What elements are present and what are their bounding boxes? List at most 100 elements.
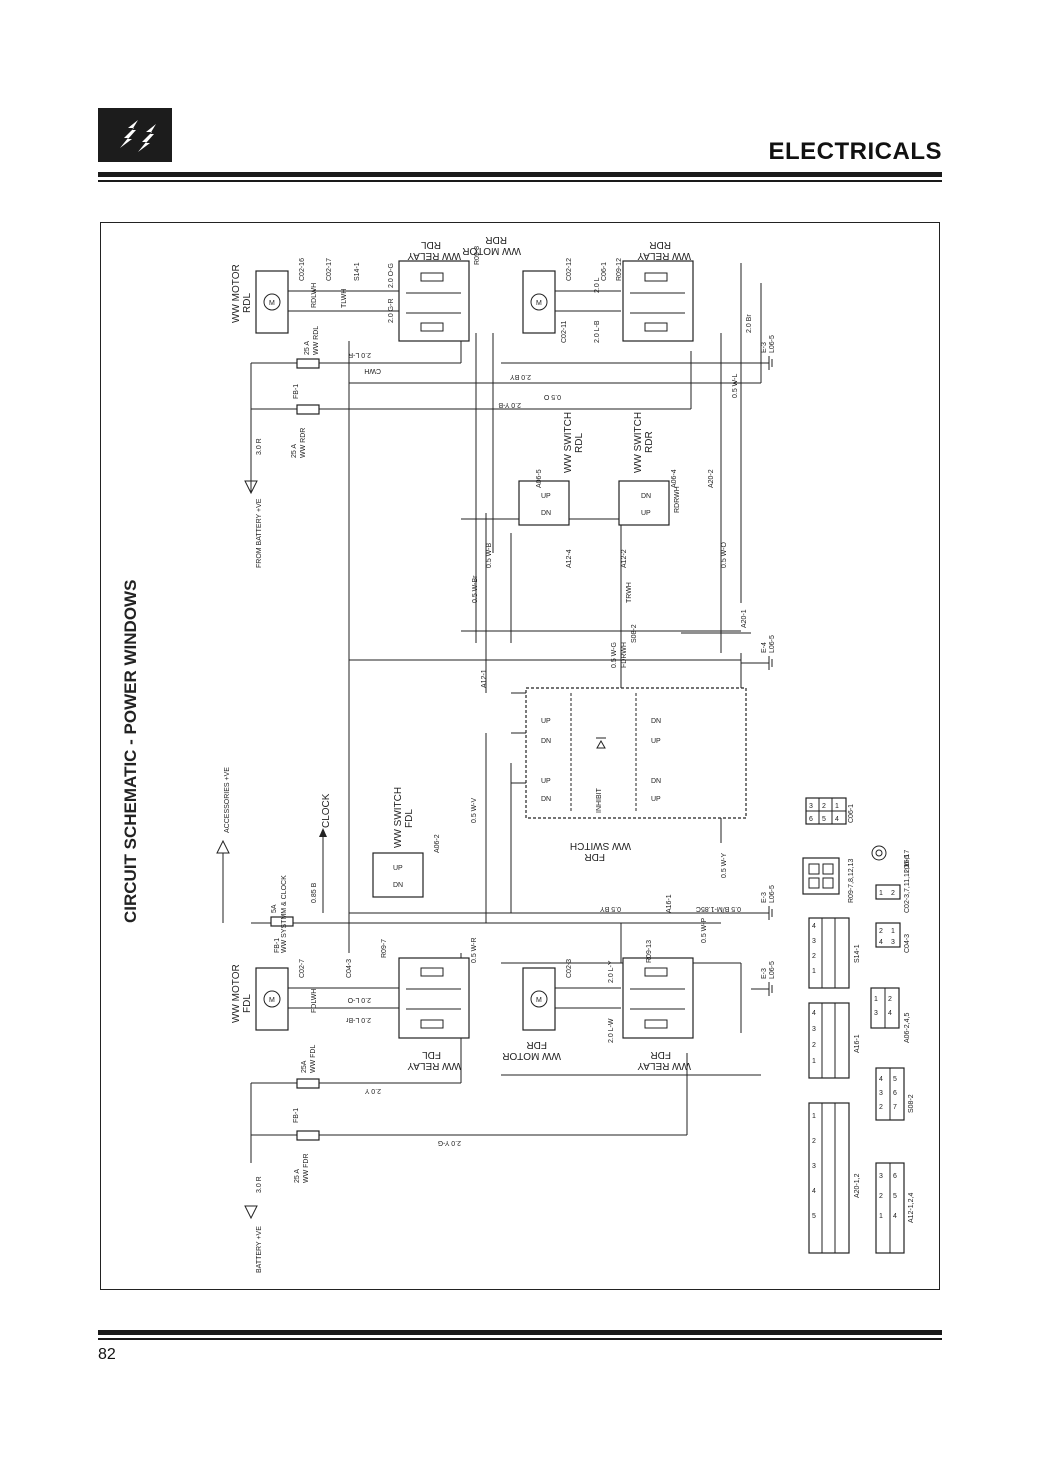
svg-text:WW RELAY: WW RELAY xyxy=(637,250,691,261)
svg-text:0.5 W-R: 0.5 W-R xyxy=(471,937,478,963)
svg-text:1: 1 xyxy=(812,1058,816,1065)
relay-fdr: WW RELAY FDR xyxy=(622,957,694,1071)
svg-text:3: 3 xyxy=(809,803,813,810)
svg-text:4: 4 xyxy=(879,939,883,946)
connector-view-c02: 1 2 C02-3,7,11,12,16,17 xyxy=(875,850,911,913)
svg-text:0.5 W-L: 0.5 W-L xyxy=(732,374,739,398)
svg-text:5: 5 xyxy=(893,1193,897,1200)
svg-text:0.5 W-V: 0.5 W-V xyxy=(471,798,478,823)
svg-text:0.5 W-P: 0.5 W-P xyxy=(701,918,708,943)
svg-text:0.5 BY: 0.5 BY xyxy=(600,905,621,912)
svg-text:UP: UP xyxy=(641,510,651,517)
clock-output: CLOCK xyxy=(319,793,332,913)
svg-text:2.0 BY: 2.0 BY xyxy=(510,373,531,380)
header-rule xyxy=(98,172,942,177)
ground-1: E-3 L06-5 xyxy=(751,335,776,370)
svg-text:3: 3 xyxy=(874,1010,878,1017)
svg-text:3: 3 xyxy=(812,938,816,945)
svg-text:0.85 B: 0.85 B xyxy=(311,882,318,903)
svg-text:7: 7 xyxy=(893,1104,897,1111)
connector-view-a16-1: 4 3 2 1 A16-1 xyxy=(808,1002,861,1079)
svg-text:2.0 L: 2.0 L xyxy=(594,277,601,293)
svg-text:25A: 25A xyxy=(301,1060,308,1073)
svg-text:1: 1 xyxy=(874,996,878,1003)
motor-fdr: M WW MOTOR FDR xyxy=(502,967,561,1061)
svg-text:M: M xyxy=(536,997,542,1004)
svg-text:6: 6 xyxy=(893,1090,897,1097)
svg-text:2.0 Y: 2.0 Y xyxy=(364,1087,381,1094)
svg-text:TRWH: TRWH xyxy=(626,582,633,603)
svg-text:ACCESSORIES +VE: ACCESSORIES +VE xyxy=(224,767,231,833)
svg-text:FDRWH: FDRWH xyxy=(621,642,628,668)
svg-text:UP: UP xyxy=(651,796,661,803)
svg-text:FROM BATTERY +VE: FROM BATTERY +VE xyxy=(256,498,263,568)
svg-text:UP: UP xyxy=(541,718,551,725)
svg-text:2: 2 xyxy=(822,803,826,810)
svg-text:S08-2: S08-2 xyxy=(908,1094,915,1113)
svg-text:RDR: RDR xyxy=(644,431,655,453)
fuse-rdl: 25 A WW RDL xyxy=(296,326,320,369)
svg-text:C02-3: C02-3 xyxy=(566,959,573,978)
supply-from-battery: FROM BATTERY +VE 3.0 R xyxy=(244,438,263,568)
connector-view-r09: R09-7,8,12,13 xyxy=(802,857,855,903)
wire-labels: 2.0 L-R 2.0 Y-B CWH 0.5 O 2.0 BY 0.5 W-L… xyxy=(311,263,753,1146)
svg-text:1: 1 xyxy=(891,928,895,935)
svg-text:FDR: FDR xyxy=(650,1049,671,1060)
svg-text:4: 4 xyxy=(812,1010,816,1017)
svg-text:L06-5: L06-5 xyxy=(769,635,776,653)
svg-text:6: 6 xyxy=(893,1173,897,1180)
switch-rdr: DN UP WW SWITCH RDR xyxy=(618,412,670,526)
svg-text:L06-6: L06-6 xyxy=(904,855,911,873)
svg-text:M: M xyxy=(269,300,275,307)
svg-text:FDLWH: FDLWH xyxy=(311,989,318,1013)
svg-text:0.5 B/M-1.85C: 0.5 B/M-1.85C xyxy=(696,905,741,912)
motor-rdr: M WW MOTOR RDR xyxy=(462,234,556,334)
svg-text:WW SWITCH: WW SWITCH xyxy=(393,787,404,848)
svg-text:RDL: RDL xyxy=(421,239,441,250)
svg-text:DN: DN xyxy=(541,796,551,803)
svg-text:M: M xyxy=(536,300,542,307)
svg-text:4: 4 xyxy=(893,1213,897,1220)
svg-text:1: 1 xyxy=(812,1113,816,1120)
section-title: ELECTRICALS xyxy=(768,138,942,165)
svg-text:1: 1 xyxy=(879,890,883,897)
fuse-fdr: 25 A WW FDR xyxy=(294,1130,320,1183)
svg-text:A20-1: A20-1 xyxy=(741,609,748,628)
circuit-schematic: .w{stroke:#222;stroke-width:1;fill:none;… xyxy=(121,234,915,1273)
svg-text:E-3: E-3 xyxy=(761,892,768,903)
svg-text:WW RELAY: WW RELAY xyxy=(637,1060,691,1071)
ground-4: E-3 L06-5 xyxy=(751,961,776,996)
connector-view-s14-1: 4 3 2 1 S14-1 xyxy=(808,917,861,989)
svg-text:6: 6 xyxy=(809,816,813,823)
svg-text:S08-2: S08-2 xyxy=(631,624,638,643)
svg-text:2: 2 xyxy=(879,1104,883,1111)
svg-text:5: 5 xyxy=(812,1213,816,1220)
connector-refs: C02-16 C02-17 S14-1 R09-8 C02-12 C06-1 R… xyxy=(299,246,748,978)
svg-text:WW SWITCH: WW SWITCH xyxy=(633,412,644,473)
svg-text:DN: DN xyxy=(651,718,661,725)
svg-text:1: 1 xyxy=(812,968,816,975)
svg-text:A06-5: A06-5 xyxy=(536,469,543,488)
svg-text:WW SWITCH: WW SWITCH xyxy=(563,412,574,473)
svg-text:3: 3 xyxy=(879,1090,883,1097)
svg-text:DN: DN xyxy=(651,778,661,785)
svg-text:0.5 O: 0.5 O xyxy=(543,393,561,400)
svg-text:0.5 W-Y: 0.5 W-Y xyxy=(721,853,728,878)
svg-text:E-3: E-3 xyxy=(761,342,768,353)
svg-text:R09-8: R09-8 xyxy=(474,246,481,265)
svg-text:C02-3,7,11,12,16,17: C02-3,7,11,12,16,17 xyxy=(904,850,911,913)
svg-text:A06-4: A06-4 xyxy=(671,469,678,488)
relay-rdl: WW RELAY RDL xyxy=(398,239,470,342)
svg-text:2: 2 xyxy=(812,1138,816,1145)
svg-text:FB-1: FB-1 xyxy=(293,384,300,399)
svg-text:0.5 W-B: 0.5 W-B xyxy=(486,543,493,568)
svg-text:2: 2 xyxy=(888,996,892,1003)
connector-view-a12: 3 6 2 5 1 4 A12-1,2,4 xyxy=(875,1162,915,1254)
svg-text:4: 4 xyxy=(879,1076,883,1083)
svg-text:C06-1: C06-1 xyxy=(848,804,855,823)
svg-text:UP: UP xyxy=(393,865,403,872)
switch-fdl: UP DN WW SWITCH FDL xyxy=(372,787,424,898)
svg-text:2.0 Br: 2.0 Br xyxy=(746,314,753,333)
svg-text:R09-7,8,12,13: R09-7,8,12,13 xyxy=(848,859,855,903)
svg-text:5: 5 xyxy=(893,1076,897,1083)
